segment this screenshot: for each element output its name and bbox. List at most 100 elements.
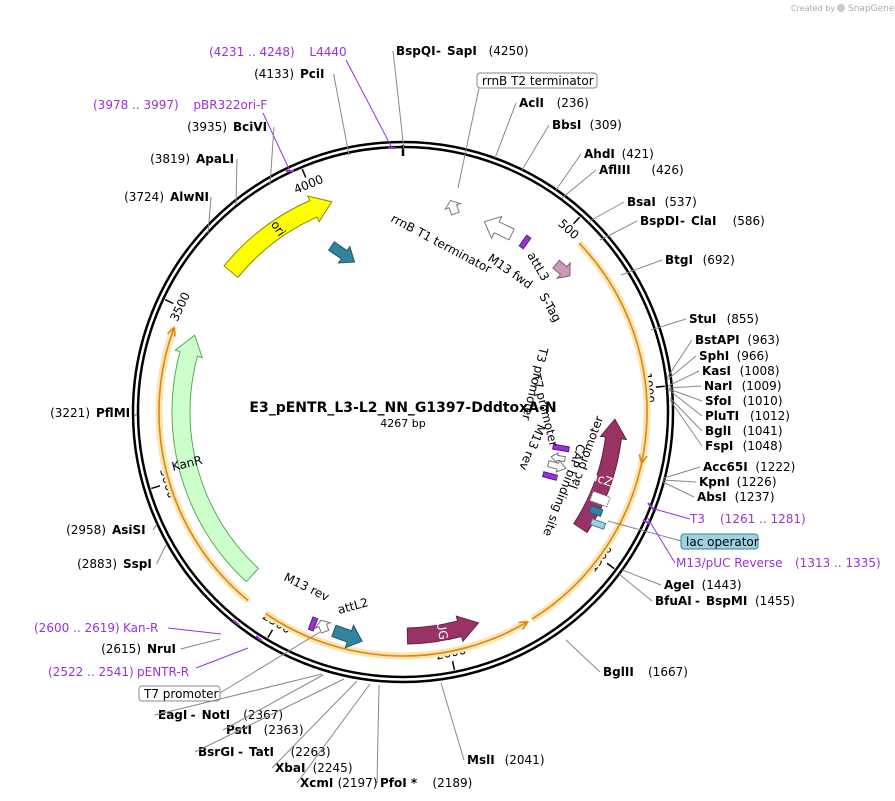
site-leader xyxy=(494,102,517,159)
feature-lac-promoter xyxy=(546,459,567,473)
site-position: (421) xyxy=(622,147,654,161)
site-nari: NarI(1009) xyxy=(704,379,782,393)
site-name: PciI xyxy=(300,67,325,81)
site-position: (1012) xyxy=(750,409,790,423)
site-position: (1008) xyxy=(740,364,780,378)
site-leader xyxy=(207,196,212,234)
site-name: NarI xyxy=(704,379,733,393)
tick-mark xyxy=(301,168,307,178)
site-name: AbsI xyxy=(697,490,726,504)
site-leader xyxy=(271,680,358,769)
site-leader xyxy=(669,399,703,447)
site-position: (3819) xyxy=(150,152,190,166)
boxed-lac-operator-box xyxy=(680,533,759,550)
site-name: PluTI xyxy=(705,409,739,423)
primer-name: T3 xyxy=(689,512,705,526)
site-apali: (3819) ApaLI xyxy=(150,152,234,166)
boxed-t7-promoter: T7 promoter xyxy=(143,687,219,701)
site-btgi: BtgI(692) xyxy=(665,253,735,267)
tick-mark xyxy=(151,485,161,490)
site-separator: - xyxy=(191,708,196,722)
credit-text: Created by xyxy=(791,4,835,13)
plasmid-name: E3_pENTR_L3-L2_NN_G1397-DddtoxA-N xyxy=(249,400,556,416)
site-name: NruI xyxy=(147,642,176,656)
primer-l4440: (4231 .. 4248)L4440 xyxy=(209,45,396,149)
site-name-alt: ClaI xyxy=(691,214,716,228)
site-position: (966) xyxy=(737,349,769,363)
site-name: SphI xyxy=(699,349,729,363)
site-name: AclI xyxy=(519,96,544,110)
site-position: (4250) xyxy=(489,44,529,58)
orf-arc xyxy=(531,242,648,620)
site-name: PflMI xyxy=(96,406,130,420)
orf-arrowhead xyxy=(166,325,176,337)
site-leader xyxy=(650,318,687,331)
site-position: (2958) xyxy=(66,523,106,537)
feature-rrnb-t2-terminator xyxy=(444,199,462,216)
site-asisi: (2958) AsiSI xyxy=(66,523,146,537)
label-s-tag: S-Tag xyxy=(536,291,564,325)
site-name: BspQI xyxy=(396,44,436,58)
site-xbai: XbaI(2245) xyxy=(275,761,353,775)
site-leader xyxy=(662,479,697,483)
primer-leader xyxy=(262,112,291,172)
site-kasi: KasI(1008) xyxy=(702,364,780,378)
site-name: AsiSI xyxy=(112,523,146,537)
site-name: XbaI xyxy=(275,761,305,775)
site-eagi: EagI-NotI(2367) xyxy=(158,708,283,722)
site-leader xyxy=(668,388,703,402)
boxed-rrnb-t2-terminator: rrnB T2 terminator xyxy=(482,74,594,88)
site-position: (537) xyxy=(665,195,697,209)
site-name: AflIII xyxy=(599,163,631,177)
site-leader xyxy=(565,639,601,673)
tick-mark xyxy=(573,216,581,225)
site-position: (2263) xyxy=(291,745,331,759)
site-name: ApaLI xyxy=(196,152,234,166)
site-position: (3221) xyxy=(50,406,90,420)
site-leader xyxy=(392,50,405,151)
site-bsrgi: BsrGI-TatI(2263) xyxy=(198,745,331,759)
primer-range: (3978 .. 3997) xyxy=(93,98,179,112)
site-position: (2041) xyxy=(505,753,545,767)
site-name: MslI xyxy=(467,753,495,767)
site-position: (692) xyxy=(703,253,735,267)
site-leader xyxy=(296,683,371,784)
site-leader xyxy=(222,674,324,731)
site-leader xyxy=(180,638,221,650)
site-name: SspI xyxy=(123,557,152,571)
site-position: (3724) xyxy=(124,190,164,204)
site-leader xyxy=(440,682,465,761)
primer-leader xyxy=(167,627,222,635)
site-name: KpnI xyxy=(699,475,730,489)
feature-m13-rev xyxy=(307,616,319,632)
site-stui: StuI(855) xyxy=(689,312,759,326)
site-position: (2883) xyxy=(77,557,117,571)
site-name: BglI xyxy=(705,424,731,438)
feature-ori xyxy=(223,195,333,279)
orf-arc xyxy=(265,612,528,657)
boxed-rrnb-t2-terminator-box xyxy=(476,72,598,89)
feature-kanr xyxy=(171,334,260,583)
primer-tick xyxy=(255,635,263,642)
leader-line-t7-promoter xyxy=(219,631,321,694)
primer-name: M13/pUC Reverse xyxy=(676,556,783,570)
site-kpni: KpnI(1226) xyxy=(699,475,777,489)
leader-line-lac-operator xyxy=(607,520,682,542)
tick-mark xyxy=(164,298,174,305)
feature-m13-rev-2 xyxy=(541,471,559,481)
site-position: (1222) xyxy=(755,460,795,474)
site-separator: - xyxy=(436,44,441,58)
site-leader xyxy=(668,389,703,417)
site-xcmi: XcmI(2197) xyxy=(300,776,378,790)
feature-cap-binding-site xyxy=(588,505,604,517)
site-name: BbsI xyxy=(552,118,581,132)
feature-m13-fwd xyxy=(518,234,532,250)
site-name: StuI xyxy=(689,312,716,326)
site-name: BglII xyxy=(603,665,634,679)
site-agei: AgeI(1443) xyxy=(664,578,742,592)
site-position: (3935) xyxy=(187,120,227,134)
site-position: (1237) xyxy=(735,490,775,504)
label-ugi: UGI xyxy=(434,621,452,645)
site-leader xyxy=(599,220,638,241)
